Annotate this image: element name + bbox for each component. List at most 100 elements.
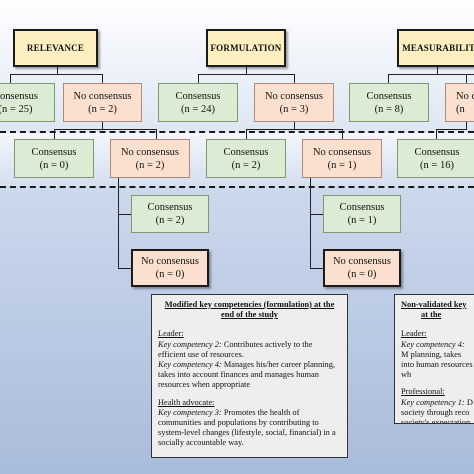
section-heading: Leader: [158, 329, 184, 339]
connector [466, 122, 467, 130]
connector [310, 214, 323, 215]
status-label: Consensus [147, 202, 193, 213]
r3-relevance-no-consensus: No consensus (n = 0) [131, 249, 209, 287]
connector [294, 74, 295, 83]
r3-relevance-consensus: Consensus (n = 2) [131, 195, 209, 233]
count-label: (n = 8) [374, 103, 404, 115]
competency-item: Key competency 2: Contributes actively t… [158, 340, 341, 360]
connector [388, 74, 389, 83]
count-label: (n = 0) [155, 269, 185, 280]
connector [310, 268, 323, 269]
competency-text: Promotes the health of communities and p… [158, 407, 336, 448]
status-label: No consensus [140, 256, 200, 267]
non-validated-panel: Non-validated key at the Leader: Key com… [394, 294, 474, 424]
status-label: Consensus [31, 146, 77, 158]
section-heading: Health advocate: [158, 397, 215, 407]
connector [198, 74, 199, 83]
status-label: Consensus [0, 90, 38, 102]
status-label: Consensus [366, 90, 412, 102]
criterion-label: FORMULATION [210, 42, 282, 53]
connector [54, 129, 157, 130]
count-label: (n = 0) [347, 269, 377, 280]
panel-title: Modified key competencies (formulation) … [164, 300, 335, 320]
r3-formulation-consensus: Consensus (n = 1) [323, 195, 401, 233]
competency-label: Key competency 3: [158, 407, 222, 417]
connector [246, 129, 343, 130]
section-heading: Professional: [401, 387, 445, 397]
status-label: No consensus [312, 146, 372, 158]
r2-formulation-no-consensus: No consensus (n = 1) [302, 139, 382, 178]
count-label: (n = 1) [347, 215, 377, 226]
connector [294, 122, 295, 130]
competency-text: M planning, takes into human resources w… [401, 349, 473, 380]
r2-formulation-consensus: Consensus (n = 2) [206, 139, 286, 178]
connector [118, 268, 131, 269]
r1-measurability-consensus: Consensus (n = 8) [349, 83, 429, 122]
count-label: (n = 24) [181, 103, 215, 115]
r2-relevance-no-consensus: No consensus (n = 2) [110, 139, 190, 178]
connector [342, 129, 343, 139]
competency-item: Key competency 1: D society through reco… [401, 397, 474, 424]
competency-text: Contributes actively to the efficient us… [158, 339, 313, 359]
connector [10, 74, 103, 75]
competency-text: Manages his/her career planning, takes i… [158, 360, 335, 390]
connector [102, 122, 103, 130]
connector [436, 129, 467, 130]
status-label: No consensus [73, 90, 132, 102]
competency-label: Key competency 4: [158, 360, 222, 370]
connector [466, 74, 467, 83]
criterion-relevance: RELEVANCE [13, 29, 98, 67]
count-label: (n = 16) [420, 159, 454, 171]
connector [198, 74, 295, 75]
connector [57, 67, 58, 75]
panel-title-line-2: at the [421, 310, 442, 320]
connector [156, 129, 157, 139]
round-divider-1 [0, 131, 474, 133]
count-label: (n = 3) [279, 103, 309, 115]
criterion-formulation: FORMULATION [206, 29, 286, 67]
status-label: No c [456, 90, 474, 102]
criterion-label: MEASURABILITY [402, 42, 474, 53]
connector [10, 74, 11, 83]
connector [102, 74, 103, 83]
status-label: No consensus [120, 146, 180, 158]
competency-text: D society through reco society's expecta… [401, 397, 473, 424]
status-label: No consensus [264, 90, 324, 102]
count-label: (n = 2) [88, 103, 117, 115]
panel-title-line-1: Non-validated key [401, 300, 467, 309]
competency-item: Key competency 3: Promotes the health of… [158, 408, 341, 449]
count-label: (n = 0) [39, 159, 69, 171]
connector [388, 74, 474, 75]
connector [246, 67, 247, 75]
competency-label: Key competency 1: [401, 397, 465, 407]
r1-formulation-consensus: Consensus (n = 24) [158, 83, 238, 122]
r1-relevance-consensus: Consensus (n = 25) [0, 83, 55, 122]
status-label: No consensus [332, 256, 392, 267]
round-divider-2 [0, 186, 474, 188]
status-label: Consensus [414, 146, 460, 158]
r2-relevance-consensus: Consensus (n = 0) [14, 139, 94, 178]
count-label: (n = 25) [0, 103, 33, 115]
panel-title: Non-validated key at the [401, 300, 474, 320]
r1-formulation-no-consensus: No consensus (n = 3) [254, 83, 334, 122]
status-label: Consensus [223, 146, 269, 158]
competency-item: Key competency 4: Manages his/her career… [158, 360, 341, 391]
competency-label: Key competency 2: [158, 339, 222, 349]
connector [54, 129, 55, 139]
connector [310, 178, 311, 269]
modified-competencies-panel: Modified key competencies (formulation) … [151, 294, 348, 458]
r1-measurability-no-consensus: No c (n [445, 83, 474, 122]
count-label: (n = 2) [231, 159, 261, 171]
criterion-label: RELEVANCE [26, 42, 85, 53]
section-heading: Leader: [401, 329, 427, 339]
status-label: Consensus [175, 90, 221, 102]
r2-measurability-consensus: Consensus (n = 16) [397, 139, 474, 178]
connector [118, 214, 131, 215]
r3-formulation-no-consensus: No consensus (n = 0) [323, 249, 401, 287]
count-label: (n = 1) [327, 159, 357, 171]
connector [118, 178, 119, 269]
connector [436, 129, 437, 139]
count-label: (n = 2) [155, 215, 185, 226]
criterion-measurability: MEASURABILITY [397, 29, 474, 67]
